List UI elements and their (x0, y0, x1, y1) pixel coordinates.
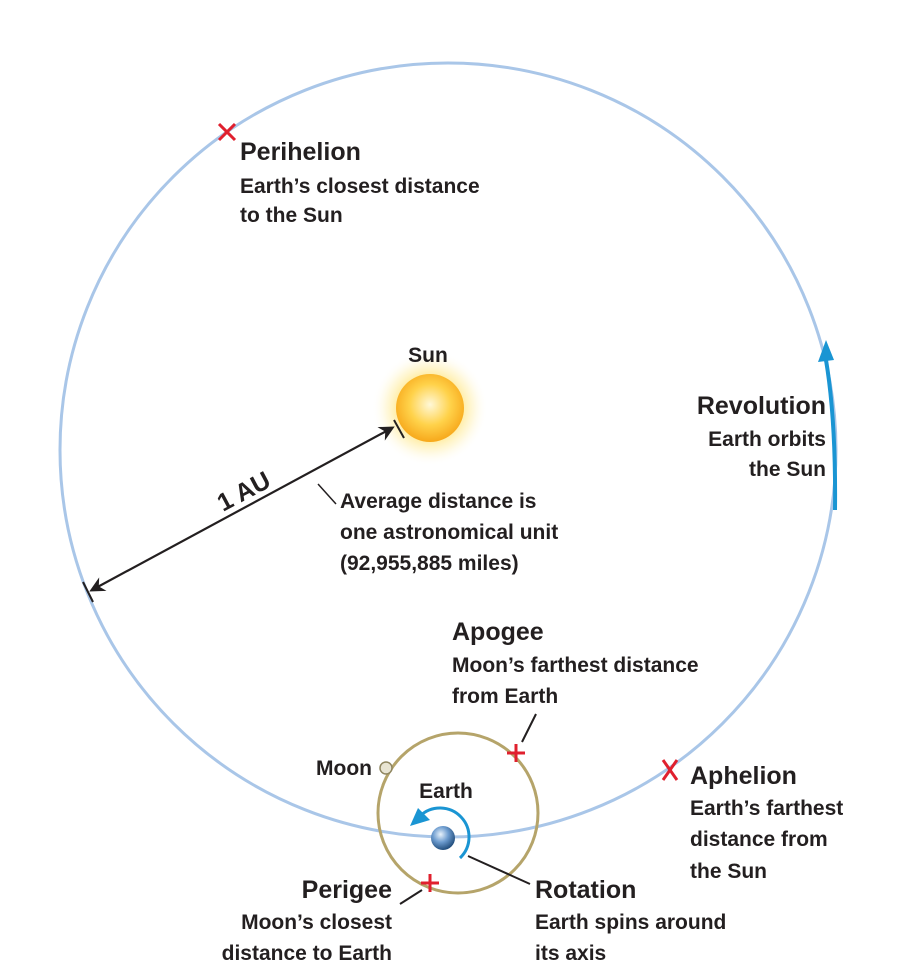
aphelion-marker-icon (661, 759, 679, 781)
rotation-arrow-head-icon (410, 808, 430, 826)
aphelion-line3: the Sun (690, 860, 767, 883)
au-arrow (89, 426, 395, 592)
rotation-leader (467, 855, 531, 885)
au-tick-orbit (82, 581, 94, 603)
rotation-line2: its axis (535, 942, 606, 965)
moon-orbit (376, 731, 540, 895)
revolution-title: Revolution (697, 392, 826, 420)
perigee-leader (399, 889, 423, 905)
apogee-line1: Moon’s farthest distance (452, 654, 699, 677)
perihelion-line1: Earth’s closest distance (240, 175, 480, 198)
apogee-leader (521, 713, 537, 743)
apogee-marker-icon (507, 744, 525, 762)
sun (396, 374, 464, 442)
au-leader (317, 483, 337, 505)
revolution-line1: Earth orbits (708, 428, 826, 451)
perigee-title: Perigee (302, 876, 392, 904)
revolution-arrow-head-icon (818, 340, 834, 362)
rotation-line1: Earth spins around (535, 911, 726, 934)
au-line3: (92,955,885 miles) (340, 552, 519, 575)
au-label: 1 AU (213, 466, 276, 517)
perihelion-marker-icon (217, 122, 237, 142)
aphelion-line2: distance from (690, 828, 828, 851)
perigee-line2: distance to Earth (222, 942, 392, 965)
aphelion-title: Aphelion (690, 762, 797, 790)
sun-label: Sun (408, 344, 448, 367)
rotation-arrow (418, 806, 471, 860)
earth-label: Earth (419, 780, 473, 803)
perigee-line1: Moon’s closest (241, 911, 392, 934)
earth (431, 826, 455, 850)
moon-label: Moon (316, 757, 372, 780)
revolution-arrow (824, 359, 838, 511)
aphelion-line1: Earth’s farthest (690, 797, 843, 820)
perihelion-title: Perihelion (240, 138, 361, 166)
perihelion-line2: to the Sun (240, 204, 343, 227)
rotation-title: Rotation (535, 876, 636, 904)
apogee-title: Apogee (452, 618, 544, 646)
revolution-line2: the Sun (749, 458, 826, 481)
au-line1: Average distance is (340, 490, 537, 513)
perigee-marker-icon (421, 874, 439, 892)
au-line2: one astronomical unit (340, 521, 558, 544)
moon (379, 761, 393, 775)
au-tick-sun (393, 419, 405, 439)
apogee-line2: from Earth (452, 685, 558, 708)
